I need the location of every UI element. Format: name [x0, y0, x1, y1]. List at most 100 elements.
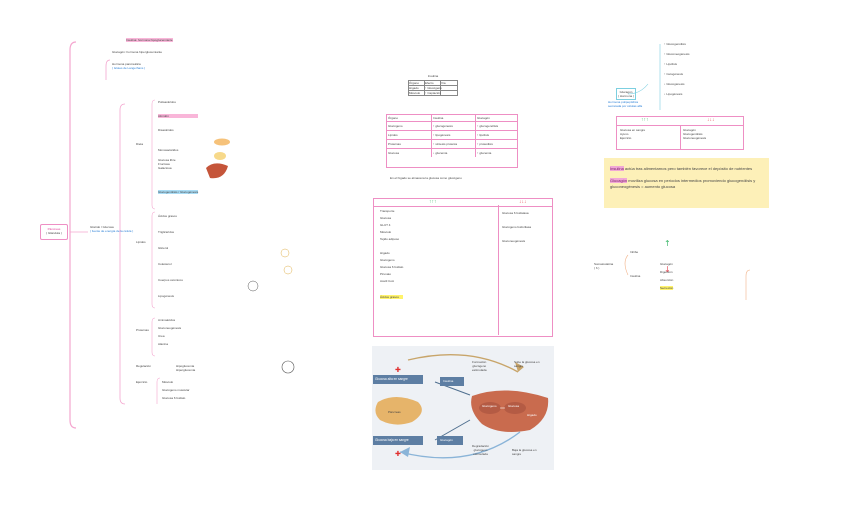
line: ↓ Glucogénesis: [664, 82, 690, 86]
cell: Glucosa: [387, 149, 431, 157]
mid-box-up: ↑↑↑: [429, 200, 437, 204]
right-box: ↑↑↑ ↓↓↓ Glucosa en sangre Ayuno Ejercici…: [616, 116, 744, 150]
label-high-glucose: Glucosa alta en sangre: [375, 377, 408, 381]
label-fall: Baja la glucosa en sangre: [512, 448, 537, 456]
section-dieta[interactable]: Dieta: [136, 142, 143, 146]
right-box-down: ↓↓↓: [707, 118, 715, 122]
line: Ácidos grasos: [158, 214, 183, 218]
line: Aminoácidos: [158, 318, 181, 322]
somatostatin-lines: Inhibe Insulina: [630, 250, 640, 278]
line: Insulina: [630, 274, 640, 278]
line: Gluconeogénesis: [502, 239, 531, 243]
label-pancreas: Páncreas: [388, 410, 401, 414]
header-cell: Órgano: [387, 115, 431, 122]
mid-box-down: ↓↓↓: [519, 200, 527, 204]
note-glucagon-tag: Glucagón: [610, 178, 627, 183]
line: Monosacáridos: [158, 148, 198, 152]
line: Absorción: [660, 278, 673, 282]
header-cell: Insulina: [431, 115, 475, 122]
line: ↑ Glucogenólisis: [664, 42, 690, 46]
mid-main-table: Órgano Insulina Glucagón Glucógeno ↑ glu…: [386, 114, 518, 168]
section-dieta-lines: Polisacáridos Almidón Disacáridos Monosa…: [158, 100, 198, 194]
cell: ↑ Captación: [425, 90, 441, 95]
line: Alanina: [158, 342, 181, 346]
mid-box: ↑↑↑ ↓↓↓ Transporte Glucosa GLUT 4 Múscul…: [373, 198, 553, 337]
somatostatin-node[interactable]: Somatostatina ( δ ): [594, 262, 613, 270]
line: Hiperglucemia: [176, 368, 195, 372]
line: ↑ Gluconeogénesis: [664, 52, 690, 56]
line: Digestión: [660, 270, 673, 274]
glucagon-node[interactable]: Glucagón ( Hormona ): [616, 88, 636, 100]
line: GLUT 4: [380, 223, 403, 227]
line: Músculo: [380, 230, 403, 234]
root-subtitle: ( Glándula ): [41, 231, 67, 235]
section-label: Ejercicio: [136, 380, 147, 384]
label-glycogen: Glucógeno: [482, 404, 497, 408]
svg-text:↑: ↑: [664, 239, 671, 248]
mid-table-footer: En el hígado se almacena la glucosa como…: [390, 176, 462, 180]
branch-node[interactable]: Glúcido / Glucosa ( fuente de energía de…: [90, 225, 133, 233]
cell: ↑ glucogénesis: [431, 122, 475, 131]
line: Urea: [158, 334, 181, 338]
cell: ↓ glucemia: [431, 149, 475, 157]
cell: Lípidos: [387, 131, 431, 140]
line: Glucosa 6 fosfato: [380, 265, 403, 269]
somatostatin-subtitle: ( δ ): [594, 266, 613, 270]
cell: Glucógeno: [387, 122, 431, 131]
section-lipidos[interactable]: Lípidos: [136, 240, 146, 244]
section-label: Regulación: [136, 364, 151, 368]
right-box-up: ↑↑↑: [641, 118, 649, 122]
cell: Músculo: [409, 90, 425, 95]
label-glucagon: Glucagón: [440, 438, 453, 442]
line: ↓ Lipogénesis: [664, 92, 690, 96]
top-note-1: Insulina: hormona hipoglucemiante: [126, 38, 173, 42]
section-proteinas[interactable]: Proteínas: [136, 328, 149, 332]
cell: ↑ proteólisis: [475, 140, 517, 149]
right-box-left: Glucosa en sangre Ayuno Ejercicio: [620, 128, 645, 140]
line: ↑ Lipólisis: [664, 62, 690, 66]
cell: ↑ glucemia: [475, 149, 517, 157]
line: Galactosa: [158, 166, 198, 170]
line: Disacáridos: [158, 128, 198, 132]
root-node[interactable]: Páncreas ( Glándula ): [40, 224, 68, 240]
line: Ejercicio: [620, 136, 645, 140]
cell: Proteínas: [387, 140, 431, 149]
note-insulin-text: actúa tras alimentarnos pero también fav…: [625, 166, 752, 171]
line: Gluconeogénesis: [683, 136, 706, 140]
mid-table-title: Insulina: [408, 74, 458, 78]
line: Triglicéridos: [158, 230, 183, 234]
mid-small-table: Insulina Órgano Efecto Vía Hígado ↑ Gluc…: [408, 74, 458, 96]
line: Acetil CoA: [380, 279, 403, 283]
somatostatin-sublines: Glucagón Digestión Absorción Secreción: [660, 262, 673, 290]
line: Gluconeogénesis: [158, 326, 181, 330]
top-notes: Insulina: hormona hipoglucemiante Glucag…: [112, 38, 173, 70]
section-ejercicio[interactable]: Ejercicio: [136, 380, 147, 384]
note-insulin-tag: Insulina: [610, 166, 624, 171]
cell: ↑ glucogenólisis: [475, 122, 517, 131]
line: Cuerpos cetónicos: [158, 278, 183, 282]
line: Lipogénesis: [158, 294, 183, 298]
label-degradation: Degradación glucógeno estimulada: [472, 444, 489, 456]
line: Glucosa 6 fosfatasa: [502, 211, 531, 215]
section-label: Proteínas: [136, 328, 149, 332]
mid-box-right: Glucosa 6 fosfatasa Glucógeno fosforilas…: [502, 211, 531, 243]
line: Inhibe: [630, 250, 640, 254]
section-label: Lípidos: [136, 240, 146, 244]
line: Glucagón: [660, 262, 673, 266]
label-low-glucose: Glucosa baja en sangre: [375, 438, 409, 442]
section-regulacion[interactable]: Regulación: [136, 364, 151, 368]
line: Músculo: [162, 380, 190, 384]
cell: ↑ lipogénesis: [431, 131, 475, 140]
note-glucagon-text: moviliza glucosa en períodos intermedios…: [610, 178, 755, 189]
line: Colesterol: [158, 262, 183, 266]
line: Glicerol: [158, 246, 183, 250]
section-label: Dieta: [136, 142, 143, 146]
svg-text:✚: ✚: [395, 450, 401, 458]
top-note-4: ( Islotes de Langerhans ): [112, 66, 173, 70]
glucagon-lines: ↑ Glucogenólisis ↑ Gluconeogénesis ↑ Lip…: [664, 42, 690, 96]
right-box-right: Glucagón Glucogenólisis Gluconeogénesis: [683, 128, 706, 140]
line: Almidón: [158, 114, 198, 118]
line: Glucosa: [380, 216, 403, 220]
yellow-note: Insulina actúa tras alimentarnos pero ta…: [604, 158, 769, 208]
line: ↑ Cetogénesis: [664, 72, 690, 76]
